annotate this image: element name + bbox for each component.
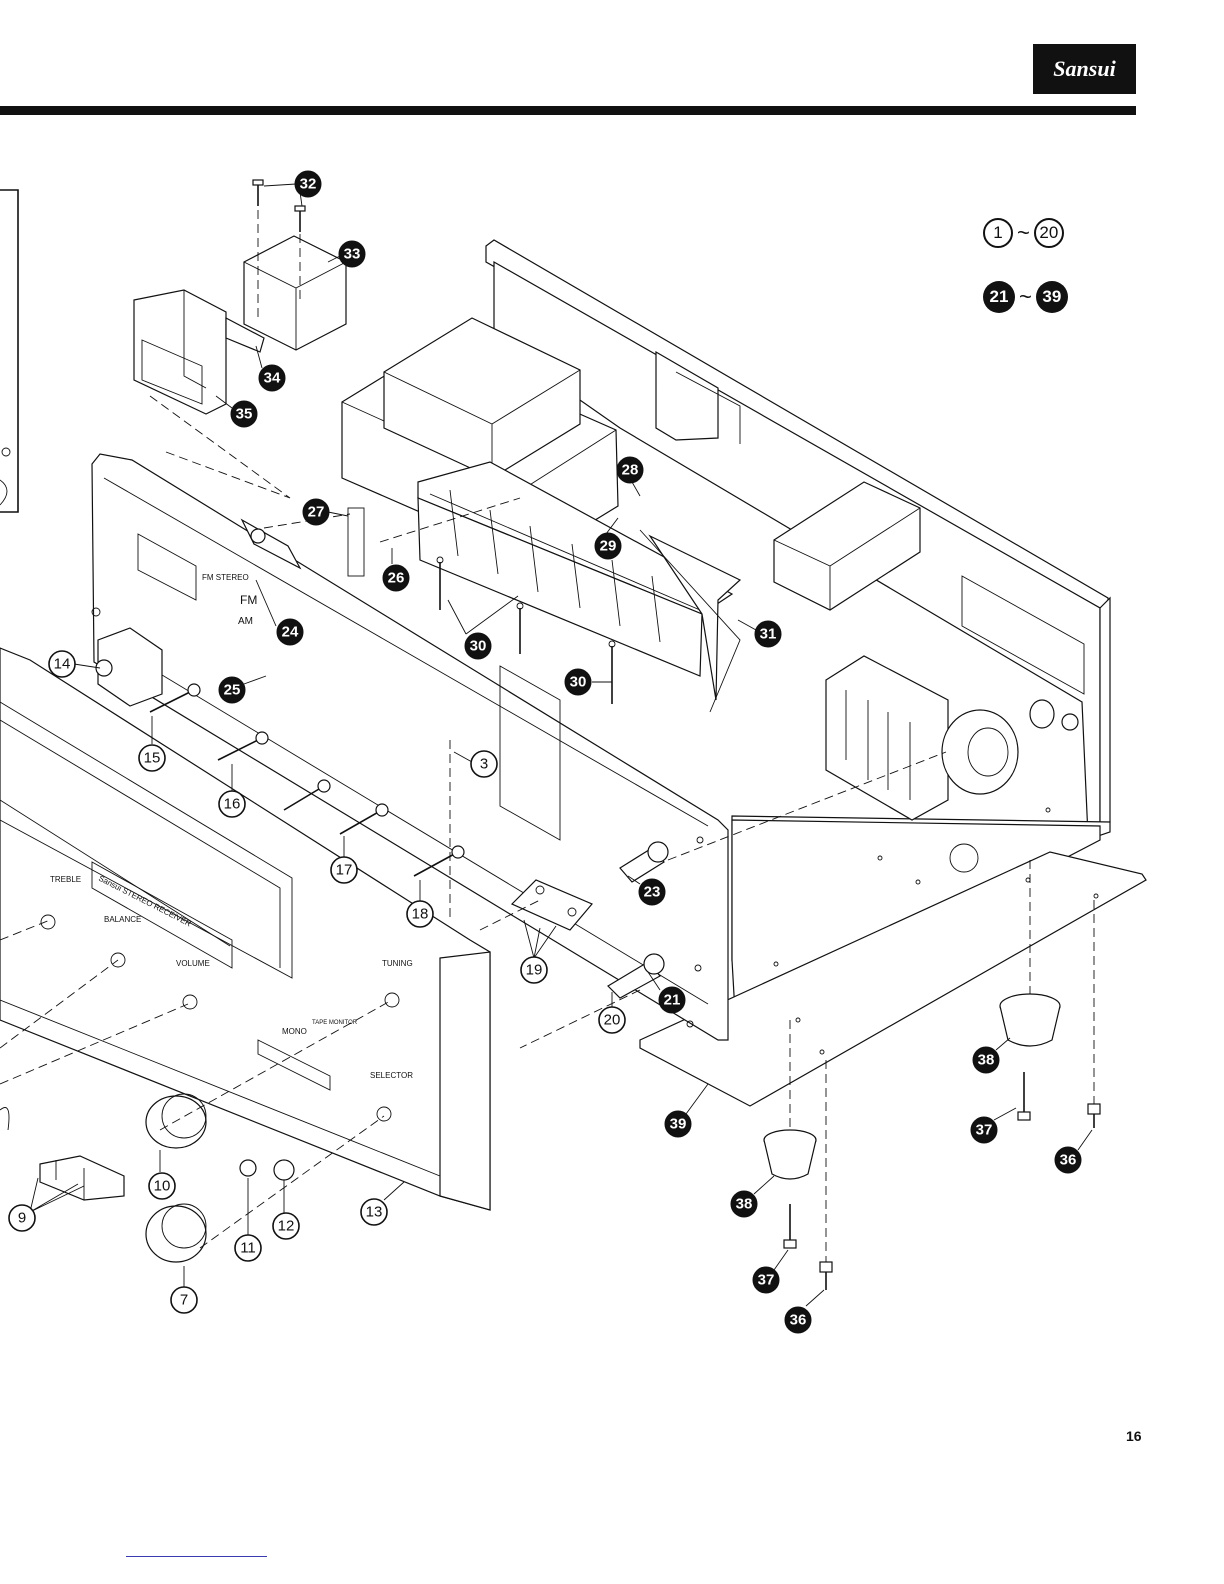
- treble-text: TREBLE: [50, 875, 81, 884]
- svg-text:7: 7: [180, 1292, 188, 1309]
- callout-31: 31: [738, 620, 781, 647]
- svg-text:3: 3: [480, 756, 488, 773]
- svg-text:32: 32: [300, 176, 317, 193]
- svg-text:16: 16: [224, 796, 241, 813]
- left-edge-panel: [0, 190, 18, 512]
- volume-text: VOLUME: [176, 959, 210, 968]
- svg-text:37: 37: [758, 1272, 775, 1289]
- callout-27: 27: [303, 499, 348, 525]
- callout-7: 7: [171, 1266, 197, 1313]
- footer-link-underline[interactable]: [126, 1556, 267, 1557]
- callout-39: 39: [665, 1084, 708, 1137]
- fm-text: FM: [240, 593, 257, 607]
- selector-text: SELECTOR: [370, 1071, 413, 1080]
- svg-text:38: 38: [978, 1052, 995, 1069]
- svg-text:30: 30: [470, 638, 487, 655]
- callout-13: 13: [361, 1182, 404, 1225]
- svg-text:31: 31: [760, 626, 777, 643]
- svg-text:21: 21: [664, 992, 681, 1009]
- svg-text:34: 34: [264, 370, 281, 387]
- svg-text:14: 14: [54, 656, 71, 673]
- svg-text:26: 26: [388, 570, 405, 587]
- svg-text:15: 15: [144, 750, 161, 767]
- svg-text:36: 36: [1060, 1152, 1077, 1169]
- callout-30b: 30: [565, 669, 612, 695]
- svg-text:30: 30: [570, 674, 587, 691]
- callout-35: 35: [216, 396, 257, 427]
- callout-26: 26: [383, 548, 409, 591]
- callout-14: 14: [49, 651, 100, 677]
- callout-11: 11: [235, 1178, 261, 1261]
- svg-text:11: 11: [240, 1240, 256, 1257]
- tuning-text: TUNING: [382, 959, 413, 968]
- svg-text:12: 12: [278, 1218, 295, 1235]
- callout-36b: 36: [785, 1290, 824, 1333]
- svg-text:13: 13: [366, 1204, 383, 1221]
- callout-37b: 37: [753, 1250, 788, 1293]
- callout-10: 10: [149, 1150, 175, 1199]
- svg-text:9: 9: [18, 1210, 26, 1227]
- svg-text:28: 28: [622, 462, 639, 479]
- balance-text: BALANCE: [104, 915, 141, 924]
- svg-text:35: 35: [236, 406, 253, 423]
- callout-28: 28: [617, 457, 643, 496]
- svg-text:23: 23: [644, 884, 661, 901]
- callout-20: 20: [599, 992, 625, 1033]
- svg-text:17: 17: [336, 862, 353, 879]
- svg-text:38: 38: [736, 1196, 753, 1213]
- page-number: 16: [1126, 1428, 1142, 1444]
- callout-12: 12: [273, 1180, 299, 1239]
- callout-36a: 36: [1055, 1130, 1092, 1173]
- callout-32: 32: [264, 171, 321, 206]
- fm-stereo-text: FM STEREO: [202, 573, 249, 582]
- svg-text:19: 19: [526, 962, 543, 979]
- callout-37a: 37: [971, 1108, 1016, 1143]
- svg-text:18: 18: [412, 906, 429, 923]
- svg-text:29: 29: [600, 538, 617, 555]
- svg-text:36: 36: [790, 1312, 807, 1329]
- am-text: AM: [238, 616, 253, 627]
- tuning-capacitor: [826, 656, 1078, 820]
- svg-text:39: 39: [670, 1116, 687, 1133]
- svg-text:20: 20: [604, 1012, 621, 1029]
- callout-38a: 38: [973, 1038, 1010, 1073]
- svg-text:25: 25: [224, 682, 241, 699]
- callout-38b: 38: [731, 1176, 774, 1217]
- meter-cover: [244, 236, 346, 350]
- svg-text:27: 27: [308, 504, 325, 521]
- callout-30a: 30: [448, 596, 518, 659]
- svg-text:37: 37: [976, 1122, 993, 1139]
- svg-text:24: 24: [282, 624, 299, 641]
- svg-text:10: 10: [154, 1178, 171, 1195]
- svg-text:33: 33: [344, 246, 361, 263]
- mono-text: MONO: [282, 1027, 307, 1036]
